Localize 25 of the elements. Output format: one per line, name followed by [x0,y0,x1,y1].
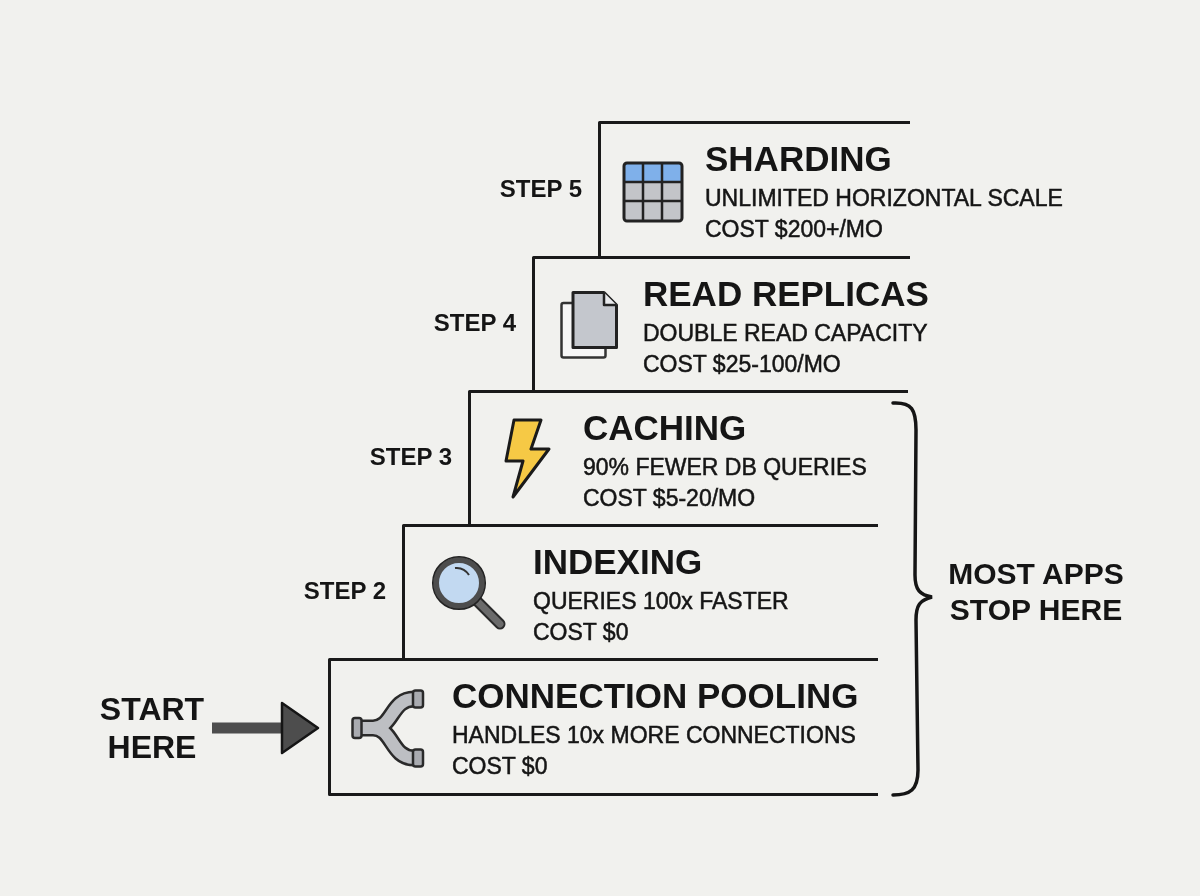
step-description: QUERIES 100x FASTER [533,587,789,616]
step-label: STEP 5 [499,173,582,204]
step-description: DOUBLE READ CAPACITY [643,319,928,348]
step-title: READ REPLICAS [643,274,929,314]
cost-text: COST $200+/MO [705,215,883,244]
arrow [212,701,320,755]
step-box [328,658,878,796]
cost-text: COST $25-100/MO [643,350,841,379]
step-description: UNLIMITED HORIZONTAL SCALE [705,184,1063,213]
cost-text: COST $5-20/MO [583,484,756,513]
step-label: STEP 4 [433,308,516,338]
step-description: 90% FEWER DB QUERIES [583,453,867,482]
step-title: CONNECTION POOLING [452,676,859,716]
cost-text: COST $0 [533,618,629,647]
annotation-text: MOST APPS STOP HERE [947,556,1125,628]
start-text: START HERE [96,690,208,766]
step-title: SHARDING [705,139,892,179]
step-title: CACHING [583,408,747,448]
step-description: HANDLES 10x MORE CONNECTIONS [452,721,856,750]
step-box [468,390,878,527]
step-label: STEP 3 [369,442,452,472]
step-label: STEP 2 [303,576,386,606]
cost-text: COST $0 [452,752,548,781]
step-box [402,524,878,661]
step-title: INDEXING [533,542,703,582]
